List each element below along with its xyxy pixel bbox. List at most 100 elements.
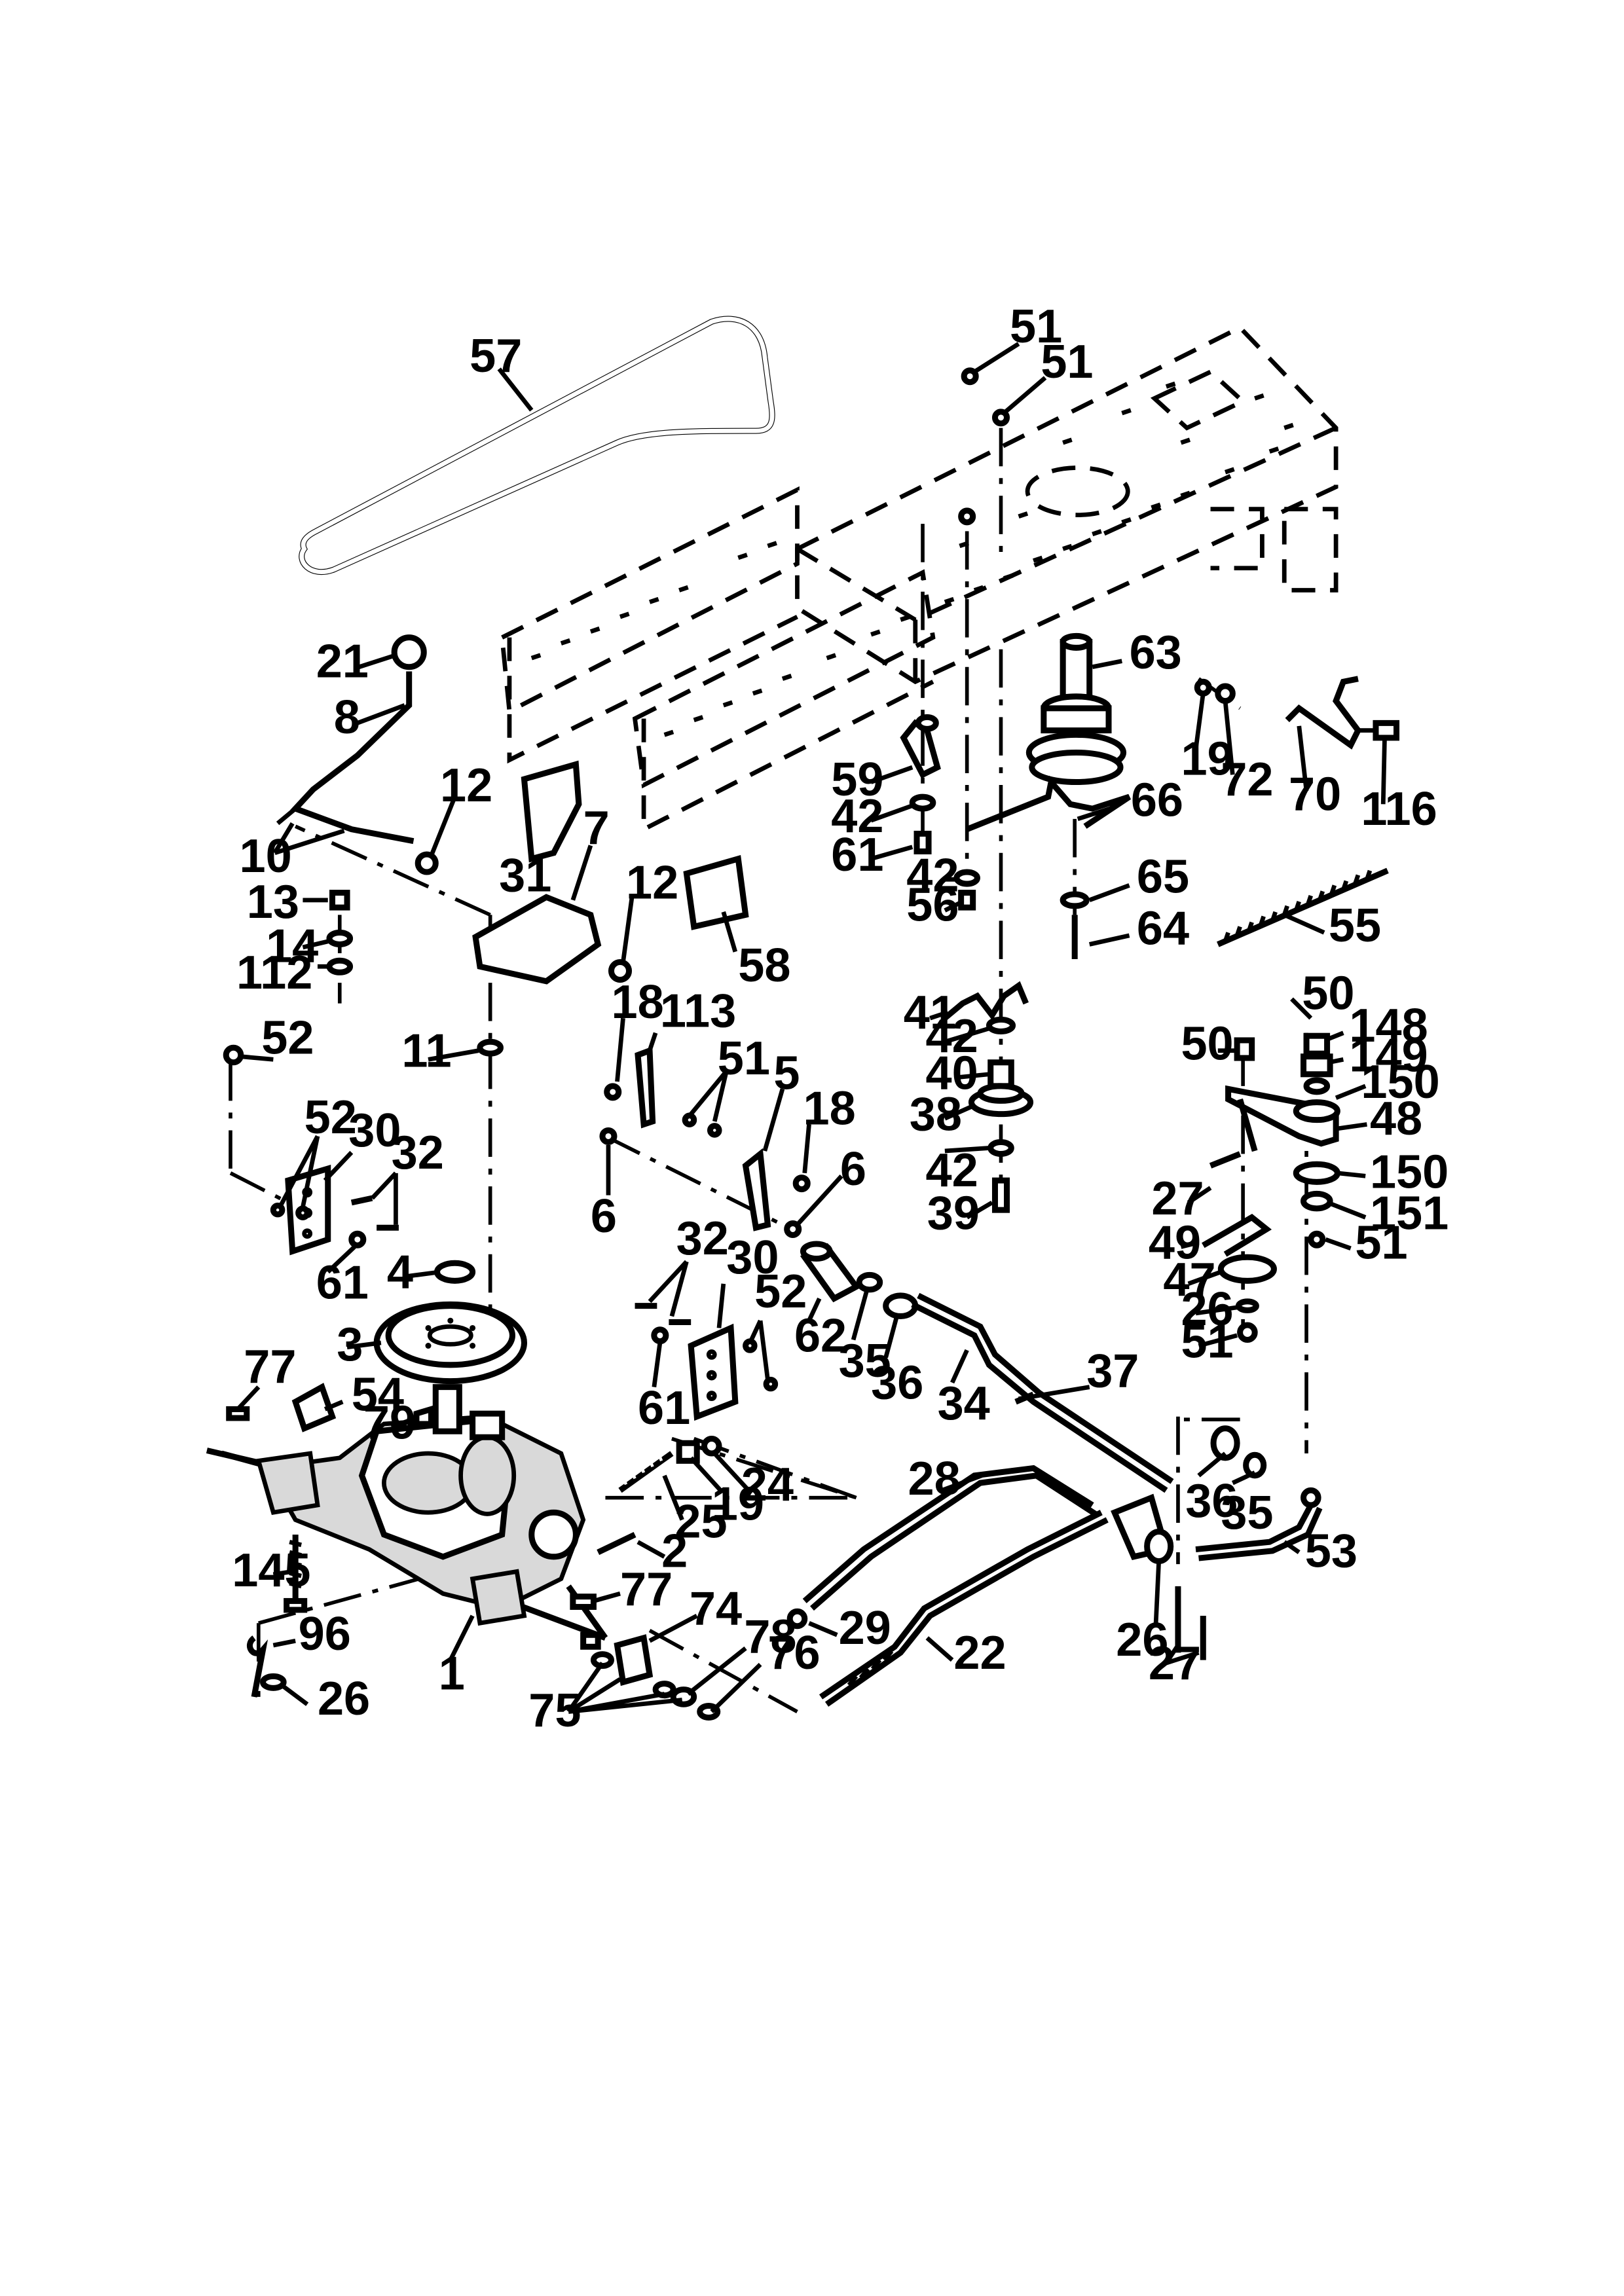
bracket-41: [942, 981, 1029, 1021]
callout-59: 59: [831, 754, 883, 806]
callout-112: 112: [236, 947, 312, 999]
nut-19: [1194, 678, 1212, 697]
callout-13: 13: [247, 876, 299, 928]
callout-61: 61: [831, 829, 883, 881]
callout-21: 21: [316, 636, 369, 688]
callout-62: 62: [794, 1310, 847, 1362]
drive-belt: [299, 316, 775, 575]
callout-77: 77: [244, 1341, 296, 1393]
callout-39: 39: [927, 1187, 980, 1239]
plate-31: [521, 760, 582, 863]
callout-8: 8: [334, 691, 360, 744]
callout-113: 113: [660, 985, 736, 1038]
nut-51-e2: [707, 1123, 722, 1138]
spring-55: [1217, 867, 1389, 947]
callout-34: 34: [938, 1377, 990, 1430]
washer-26-a: [1235, 1298, 1259, 1313]
callout-58: 58: [738, 939, 790, 992]
callout-66: 66: [1131, 774, 1183, 826]
washer-26-b: [1144, 1528, 1174, 1565]
washer-42-c: [986, 1016, 1016, 1034]
bushing-74: [614, 1634, 654, 1686]
callout-116: 116: [1361, 783, 1437, 835]
callout-26: 26: [318, 1673, 370, 1725]
washer-12-b: [608, 959, 633, 983]
bolt-6-b: [784, 1220, 802, 1238]
callout-151: 151: [1370, 1187, 1449, 1239]
tractor-frame: [500, 325, 1338, 833]
shift-rod-34: [911, 1302, 1168, 1493]
callout-65: 65: [1137, 851, 1189, 903]
callout-35: 35: [839, 1335, 891, 1387]
spring-2: [597, 1531, 637, 1556]
callout-150: 150: [1370, 1146, 1449, 1198]
callout-18: 18: [611, 976, 663, 1029]
bolt-116: [1357, 720, 1400, 741]
nut-29: [786, 1608, 808, 1630]
washer-36-a: [883, 1292, 919, 1319]
bracket-66: [965, 775, 1132, 832]
callout-51: 51: [1010, 301, 1062, 353]
bracket-58: [683, 854, 749, 930]
callout-78: 78: [744, 1611, 796, 1663]
callout-30: 30: [348, 1104, 401, 1157]
callout-7: 7: [583, 802, 610, 854]
callout-35: 35: [1221, 1487, 1273, 1539]
callout-51: 51: [1041, 336, 1093, 388]
nut-51-upper: [958, 507, 976, 526]
callout-38: 38: [910, 1088, 962, 1140]
bolt-27-a: [1209, 1151, 1242, 1169]
bracket-113: [635, 1046, 656, 1129]
callout-79: 79: [363, 1397, 416, 1449]
bracket-54: [291, 1383, 337, 1432]
callout-52: 52: [261, 1011, 314, 1064]
callout-61: 61: [638, 1382, 690, 1434]
callout-75: 75: [528, 1685, 581, 1737]
callout-54: 54: [352, 1369, 404, 1421]
callout-27: 27: [1149, 1637, 1201, 1690]
callout-26: 26: [1116, 1614, 1168, 1666]
washer-42-b: [953, 869, 980, 887]
washer-12-a: [415, 851, 439, 875]
callout-64: 64: [1137, 902, 1189, 955]
callout-24: 24: [741, 1459, 794, 1511]
callout-53: 53: [1305, 1525, 1357, 1578]
idler-bracket-48: [1225, 1032, 1340, 1248]
callout-42: 42: [926, 1144, 978, 1197]
washer-35-a: [856, 1271, 883, 1293]
washer-112: [326, 957, 354, 975]
callout-27: 27: [1151, 1173, 1204, 1225]
callout-19: 19: [1181, 733, 1233, 785]
transaxle-1: [206, 1384, 608, 1641]
bolt-56: [958, 890, 976, 911]
bracket-7: [472, 894, 602, 985]
nut-51-top: [961, 367, 979, 386]
spacer-40: [987, 1059, 1014, 1089]
nut-52-a: [223, 1044, 244, 1066]
callout-42: 42: [831, 790, 883, 843]
rod-22: [824, 1517, 1109, 1707]
callout-12: 12: [440, 759, 492, 812]
callout-51: 51: [718, 1032, 770, 1085]
callout-51: 51: [1355, 1217, 1407, 1269]
callout-18: 18: [803, 1082, 855, 1135]
callout-32: 32: [676, 1212, 729, 1265]
callout-32: 32: [392, 1127, 444, 1179]
callout-148: 148: [1349, 1000, 1428, 1052]
callout-3: 3: [337, 1319, 363, 1371]
callout-50: 50: [1302, 968, 1354, 1020]
bolt-39: [991, 1177, 1010, 1213]
callout-63: 63: [1130, 627, 1182, 679]
leader-lines: [234, 342, 1387, 1714]
rod-28: [802, 1465, 1094, 1603]
callout-56: 56: [906, 879, 959, 931]
lever-8: [290, 671, 415, 845]
rod-53: [1195, 1503, 1314, 1553]
key-79: [413, 1405, 435, 1427]
washer-72: [1215, 683, 1236, 704]
washer-14: [326, 929, 354, 947]
callout-19: 19: [712, 1478, 764, 1530]
washer-42-d: [987, 1139, 1014, 1157]
callout-96: 96: [299, 1608, 351, 1660]
